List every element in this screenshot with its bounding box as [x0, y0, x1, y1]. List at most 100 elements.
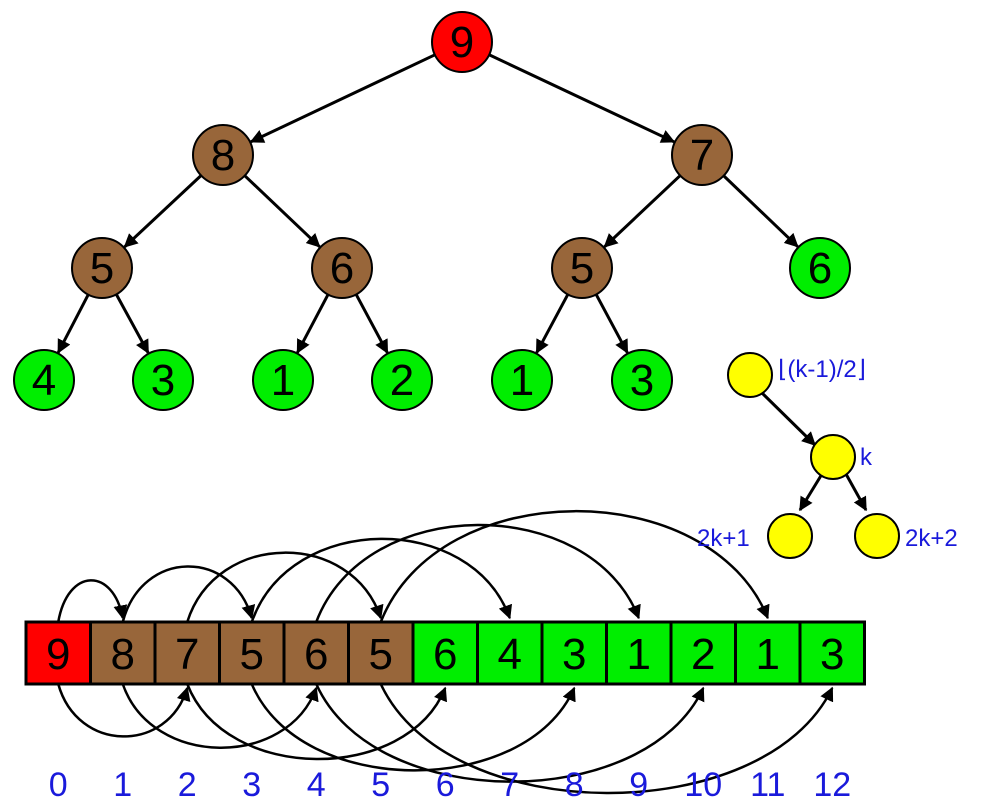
array-parent-child-arc [379, 510, 770, 623]
array-cell: 6 [411, 620, 479, 686]
tree-node-circle [311, 237, 373, 299]
array-index-label: 12 [813, 766, 851, 804]
tree-node-label: 4 [32, 356, 56, 405]
tree-node: 5 [551, 237, 613, 299]
tree-node: 4 [13, 349, 75, 411]
array-cell-value: 1 [627, 630, 651, 679]
array-index-label: 0 [49, 766, 68, 804]
tree-edge [249, 53, 436, 144]
formula-right-node [854, 513, 900, 559]
formula-edge-k-right [844, 473, 868, 512]
tree-node-circle [671, 124, 733, 186]
tree-node-label: 3 [630, 356, 654, 405]
formula-left-child-label: 2k+1 [697, 525, 750, 552]
tree-node-label: 6 [808, 244, 832, 293]
array-cell-value: 5 [240, 630, 264, 679]
array-parent-child-arc [186, 551, 384, 623]
array-cell-box [24, 620, 92, 686]
array-index-label: 7 [500, 766, 519, 804]
tree-node-circle [431, 11, 493, 73]
array-cell: 3 [798, 620, 866, 686]
formula-parent-node [727, 352, 773, 398]
array-index-label: 11 [750, 766, 785, 804]
tree-edge [56, 293, 90, 354]
tree-edge [722, 174, 799, 248]
array-index-label: 2 [178, 766, 197, 804]
tree-node: 3 [611, 349, 673, 411]
array-cell-value: 3 [562, 630, 586, 679]
tree-node-circle [13, 349, 75, 411]
tree-node: 6 [311, 237, 373, 299]
tree-node: 7 [671, 124, 733, 186]
tree-edge [603, 174, 682, 248]
tree-node: 8 [192, 124, 254, 186]
tree-node-circle [71, 237, 133, 299]
tree-edge [594, 293, 629, 354]
array-index-label: 1 [113, 766, 132, 804]
tree-edge [123, 174, 203, 248]
tree-node-label: 9 [450, 18, 474, 67]
tree-node-label: 5 [90, 244, 114, 293]
array-cell-box [798, 620, 866, 686]
array-parent-child-arc [186, 683, 447, 761]
array-cell-value: 6 [304, 630, 328, 679]
array-index-label: 4 [307, 766, 326, 804]
tree-node-circle [789, 237, 851, 299]
array-cell-value: 9 [46, 630, 70, 679]
tree-edge [115, 293, 150, 355]
array-parent-child-arc [250, 683, 576, 772]
tree-node-label: 1 [271, 356, 295, 405]
tree-node-circle [491, 349, 553, 411]
array-cell-value: 1 [756, 630, 780, 679]
array-cell: 4 [476, 620, 544, 686]
tree-node-circle [371, 349, 433, 411]
array-cell: 1 [605, 620, 673, 686]
tree-node-label: 7 [690, 131, 714, 180]
formula-edge-parent-k [759, 390, 817, 447]
tree-edges [56, 53, 799, 355]
tree-edge [535, 293, 570, 354]
tree-node-label: 5 [570, 244, 594, 293]
array-cell-box [89, 620, 157, 686]
tree-node: 1 [491, 349, 553, 411]
array-parent-child-arc [379, 683, 834, 795]
array-cell: 7 [153, 620, 221, 686]
array-cell-value: 7 [175, 630, 199, 679]
array-cell: 9 [24, 620, 92, 686]
index-formula-tree: ⌊(k-1)/2⌋ k 2k+1 2k+2 [697, 352, 958, 559]
array-cell-box [540, 620, 608, 686]
array-cell-value: 2 [691, 630, 715, 679]
tree-edge [354, 293, 389, 354]
array-cell: 3 [540, 620, 608, 686]
formula-parent-label: ⌊(k-1)/2⌋ [778, 356, 866, 383]
formula-right-child-label: 2k+2 [905, 525, 958, 552]
array-cell-value: 6 [433, 630, 457, 679]
array-cell: 1 [734, 620, 802, 686]
formula-k-label: k [860, 444, 873, 471]
tree-node-circle [551, 237, 613, 299]
array-cell-box [347, 620, 415, 686]
array-index-label: 9 [629, 766, 648, 804]
tree-node: 6 [789, 237, 851, 299]
tree-node: 1 [252, 349, 314, 411]
array-parent-child-arc [315, 523, 641, 623]
tree-node-label: 8 [211, 131, 235, 180]
array-index-label: 8 [565, 766, 584, 804]
tree-node: 2 [371, 349, 433, 411]
array-parent-child-arc [57, 683, 191, 738]
array-parent-child-arc [121, 683, 319, 749]
array-cell-value: 3 [820, 630, 844, 679]
tree-node: 9 [431, 11, 493, 73]
tree-node-circle [611, 349, 673, 411]
array-cell-value: 8 [111, 630, 135, 679]
array-index-label: 3 [242, 766, 261, 804]
array-parent-child-arc [315, 683, 705, 783]
array-cell-value: 4 [498, 630, 522, 679]
tree-node: 5 [71, 237, 133, 299]
array-cell: 8 [89, 620, 157, 686]
array-cell-box [218, 620, 286, 686]
